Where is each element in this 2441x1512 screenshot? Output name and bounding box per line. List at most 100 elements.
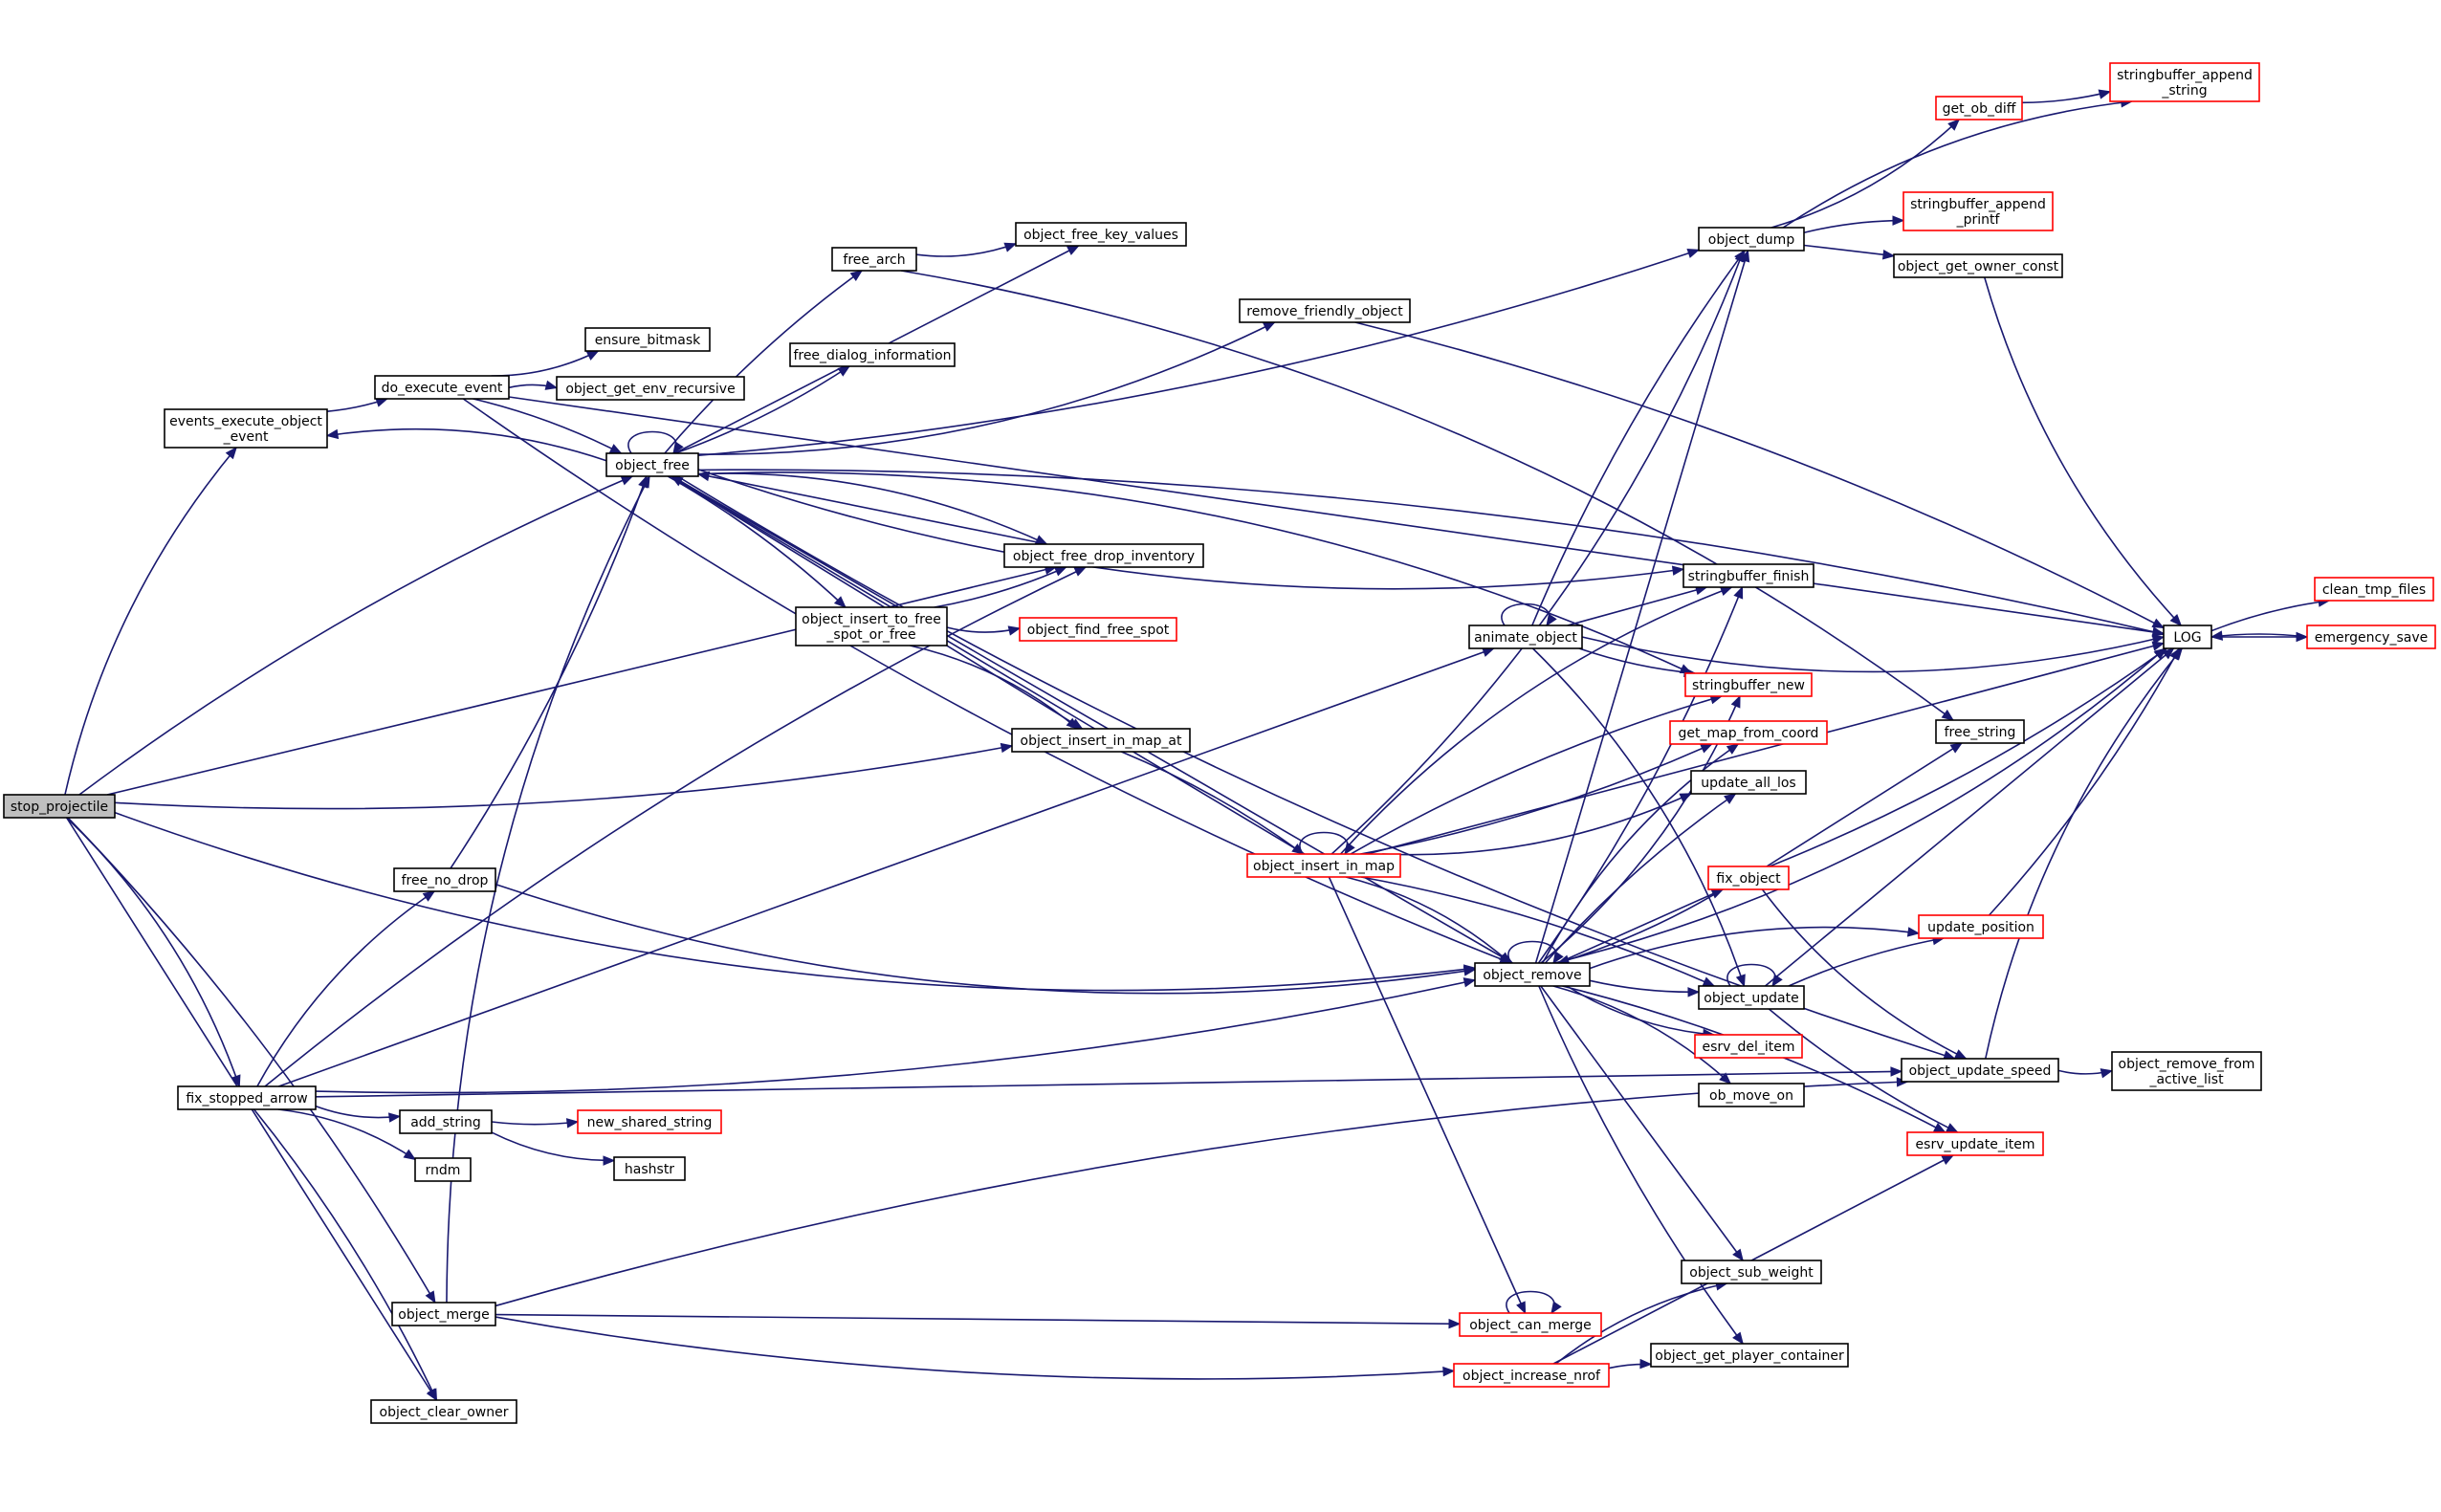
- node-label: object_get_env_recursive: [565, 382, 735, 397]
- node-label: stringbuffer_append: [2117, 68, 2253, 83]
- node-stop-projectile[interactable]: stop_projectile: [3, 794, 116, 819]
- edge-object-free-to-events-execute-object-event-arrowhead: [325, 428, 340, 440]
- node-free-arch[interactable]: free_arch: [831, 247, 917, 272]
- edge-object-remove-to-ob-move-on-arrowhead: [1719, 1072, 1732, 1085]
- node-ob-move-on[interactable]: ob_move_on: [1698, 1083, 1805, 1107]
- node-object-free-key-values[interactable]: object_free_key_values: [1015, 222, 1187, 247]
- node-box: [177, 1085, 317, 1110]
- node-object-find-free-spot[interactable]: object_find_free_spot: [1019, 617, 1177, 642]
- node-label: object_free_key_values: [1023, 228, 1178, 243]
- edge-object-free-drop-inventory-to-object-free: [697, 472, 1047, 545]
- node-stringbuffer-append-string[interactable]: stringbuffer_append_string: [2109, 62, 2260, 102]
- node-box: [1901, 1058, 2059, 1083]
- node-animate-object[interactable]: animate_object: [1468, 625, 1583, 649]
- node-object-merge[interactable]: object_merge: [391, 1302, 496, 1326]
- edge-free-no-drop-to-object-remove-arrowhead: [1462, 966, 1477, 976]
- node-remove-friendly-object[interactable]: remove_friendly_object: [1239, 298, 1411, 323]
- node-esrv-update-item[interactable]: esrv_update_item: [1906, 1131, 2044, 1156]
- node-free-string[interactable]: free_string: [1935, 719, 2025, 744]
- node-box: [1246, 853, 1401, 878]
- node-object-increase-nrof[interactable]: object_increase_nrof: [1453, 1363, 1610, 1388]
- edge-object-insert-in-map-to-object-can-merge: [1328, 876, 1527, 1314]
- edge-fix-stopped-arrow-to-object-update-speed: [315, 1070, 1902, 1098]
- node-box: [1698, 227, 1805, 252]
- node-object-insert-to-free-spot-or-free[interactable]: object_insert_to_free_spot_or_free: [795, 606, 948, 646]
- node-stringbuffer-append-printf[interactable]: stringbuffer_append_printf: [1902, 191, 2054, 231]
- node-object-get-player-container[interactable]: object_get_player_container: [1650, 1343, 1849, 1368]
- node-object-update[interactable]: object_update: [1698, 985, 1805, 1010]
- node-label: emergency_save: [2315, 630, 2429, 646]
- node-do-execute-event[interactable]: do_execute_event: [374, 375, 510, 400]
- edge-stop-projectile-to-fix-stopped-arrow-arrowhead: [231, 1074, 241, 1088]
- edge-fix-stopped-arrow-to-object-remove: [315, 978, 1476, 1094]
- edge-animate-object-to-animate-object-arrowhead: [1546, 613, 1557, 627]
- node-object-insert-in-map[interactable]: object_insert_in_map: [1246, 853, 1401, 878]
- node-new-shared-string[interactable]: new_shared_string: [577, 1109, 722, 1134]
- node-object-dump[interactable]: object_dump: [1698, 227, 1805, 252]
- node-update-all-los[interactable]: update_all_los: [1690, 770, 1807, 795]
- edge-object-free-to-remove-friendly-object-arrowhead: [1262, 321, 1276, 332]
- node-box: [1694, 1034, 1803, 1059]
- node-label: object_insert_to_free: [802, 612, 941, 627]
- node-object-get-env-recursive[interactable]: object_get_env_recursive: [556, 376, 745, 401]
- node-hashstr[interactable]: hashstr: [613, 1156, 686, 1181]
- node-object-remove-from-active-list[interactable]: object_remove_from_active_list: [2111, 1051, 2262, 1091]
- edge-do-execute-event-to-object-get-env-recursive-arrowhead: [544, 380, 559, 390]
- node-rndm[interactable]: rndm: [414, 1157, 472, 1182]
- node-label: _printf: [1956, 212, 2001, 228]
- node-fix-stopped-arrow[interactable]: fix_stopped_arrow: [177, 1085, 317, 1110]
- node-update-position[interactable]: update_position: [1918, 914, 2044, 939]
- edge-object-increase-nrof-to-object-sub-weight: [1555, 1282, 1727, 1365]
- edge-animate-object-to-LOG-arrowhead: [2151, 634, 2166, 645]
- node-box: [1935, 96, 2023, 121]
- node-box: [1918, 914, 2044, 939]
- edge-emergency-save-to-LOG-arrowhead: [2210, 630, 2224, 641]
- edge-object-insert-in-map-to-LOG: [1367, 642, 2165, 855]
- node-get-map-from-coord[interactable]: get_map_from_coord: [1669, 720, 1828, 745]
- edge-object-merge-to-object-increase-nrof-arrowhead: [1442, 1366, 1456, 1377]
- node-object-insert-in-map-at[interactable]: object_insert_in_map_at: [1011, 728, 1191, 753]
- node-label: get_ob_diff: [1943, 101, 2016, 117]
- edge-object-free-to-object-free-drop-inventory: [697, 472, 1047, 545]
- edge-stop-projectile-to-object-remove: [114, 811, 1476, 992]
- edge-object-insert-in-map-to-object-remove-arrowhead: [1498, 952, 1512, 964]
- node-events-execute-object-event[interactable]: events_execute_object_event: [164, 408, 328, 449]
- node-label: _event: [223, 429, 269, 445]
- edge-object-dump-to-stringbuffer-append-printf-arrowhead: [1892, 215, 1905, 226]
- edge-object-remove-to-stringbuffer-finish-arrowhead: [1733, 585, 1744, 600]
- node-ensure-bitmask[interactable]: ensure_bitmask: [584, 327, 711, 352]
- node-object-remove[interactable]: object_remove: [1474, 962, 1591, 987]
- edge-object-remove-to-object-sub-weight-arrowhead: [1732, 1248, 1744, 1262]
- edge-object-remove-to-object-sub-weight: [1540, 985, 1744, 1261]
- node-esrv-del-item[interactable]: esrv_del_item: [1694, 1034, 1803, 1059]
- edge-object-insert-in-map-to-stringbuffer-finish: [1339, 586, 1732, 855]
- node-box: [1690, 770, 1807, 795]
- edge-stop-projectile-to-object-free: [78, 475, 633, 796]
- edge-animate-object-to-object-dump: [1531, 250, 1746, 626]
- node-free-dialog-information[interactable]: free_dialog_information: [789, 342, 956, 367]
- node-label: stringbuffer_new: [1692, 678, 1805, 693]
- node-fix-object[interactable]: fix_object: [1707, 866, 1790, 890]
- node-object-get-owner-const[interactable]: object_get_owner_const: [1893, 253, 2063, 278]
- node-box: [2111, 1051, 2262, 1091]
- edge-fix-stopped-arrow-to-rndm-arrowhead: [403, 1149, 417, 1161]
- node-get-ob-diff[interactable]: get_ob_diff: [1935, 96, 2023, 121]
- node-object-sub-weight[interactable]: object_sub_weight: [1681, 1260, 1822, 1284]
- node-clean-tmp-files[interactable]: clean_tmp_files: [2314, 577, 2434, 602]
- node-free-no-drop[interactable]: free_no_drop: [393, 867, 496, 892]
- node-add-string[interactable]: add_string: [399, 1109, 493, 1134]
- node-LOG[interactable]: LOG: [2163, 625, 2212, 649]
- node-object-free-drop-inventory[interactable]: object_free_drop_inventory: [1003, 543, 1204, 568]
- node-stringbuffer-finish[interactable]: stringbuffer_finish: [1682, 563, 1814, 588]
- node-label: free_string: [1945, 725, 2016, 740]
- node-object-clear-owner[interactable]: object_clear_owner: [370, 1399, 517, 1424]
- node-stringbuffer-new[interactable]: stringbuffer_new: [1684, 672, 1813, 697]
- node-emergency-save[interactable]: emergency_save: [2306, 625, 2436, 649]
- node-object-free[interactable]: object_free: [605, 452, 699, 477]
- node-box: [1935, 719, 2025, 744]
- edge-object-update-speed-to-object-remove-from-active-list-arrowhead: [2100, 1068, 2114, 1079]
- node-box: [1893, 253, 2063, 278]
- node-object-update-speed[interactable]: object_update_speed: [1901, 1058, 2059, 1083]
- node-object-can-merge[interactable]: object_can_merge: [1459, 1312, 1602, 1337]
- node-label: ob_move_on: [1709, 1088, 1793, 1104]
